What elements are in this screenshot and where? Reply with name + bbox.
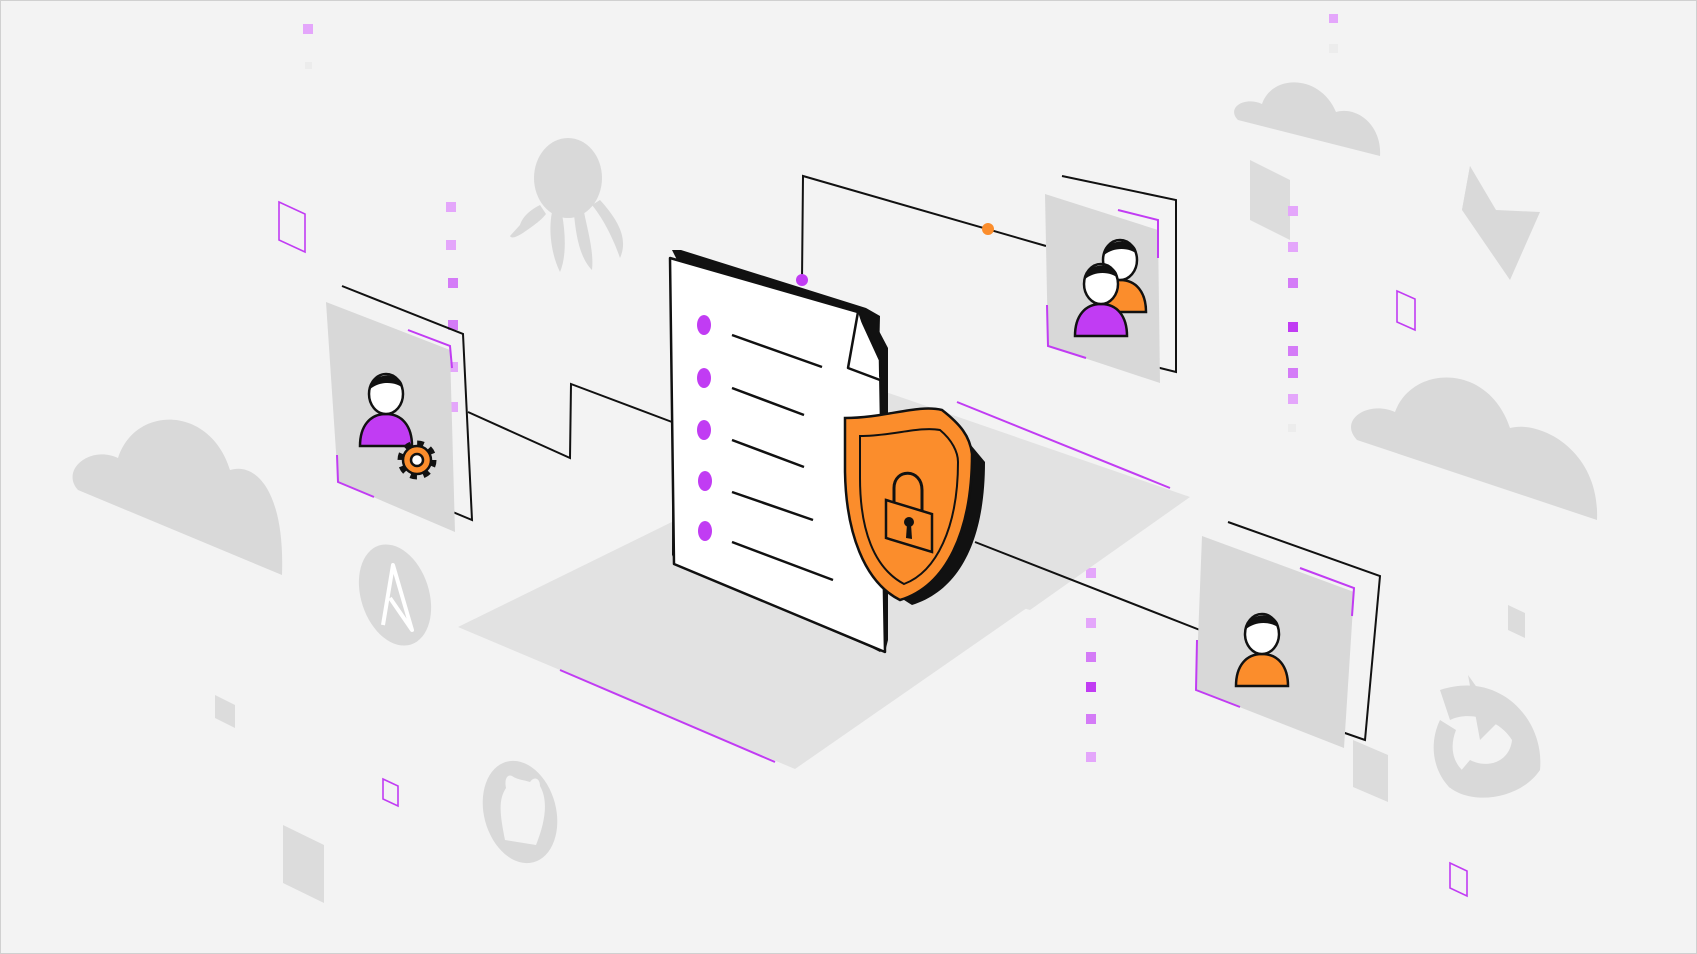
octopus-logo-icon — [510, 138, 624, 272]
list-item — [697, 368, 805, 417]
list-item — [698, 471, 814, 522]
cloud-icon — [1351, 377, 1598, 520]
spinnaker-logo-icon — [1433, 675, 1541, 798]
dotted-trails — [303, 14, 1338, 762]
document-icon — [668, 250, 888, 654]
admin-user-card — [326, 285, 474, 532]
connector-lines — [467, 174, 1206, 633]
list-item — [698, 521, 834, 582]
user-group-card — [1045, 175, 1177, 383]
gitlab-logo-icon — [1462, 166, 1560, 280]
cloud-icon — [72, 419, 283, 575]
background-layer — [72, 14, 1598, 903]
document-list — [697, 315, 834, 582]
shield-lock-icon — [843, 407, 985, 605]
github-logo-icon — [482, 760, 558, 864]
decorative-rhombi — [278, 200, 1468, 898]
decorative-blocks — [215, 160, 1525, 903]
gear-icon — [403, 446, 431, 474]
list-item — [697, 420, 805, 469]
cloud-icon — [1234, 82, 1381, 156]
ansible-logo-icon — [358, 544, 432, 646]
user-card — [1194, 521, 1382, 748]
list-item — [697, 315, 823, 369]
